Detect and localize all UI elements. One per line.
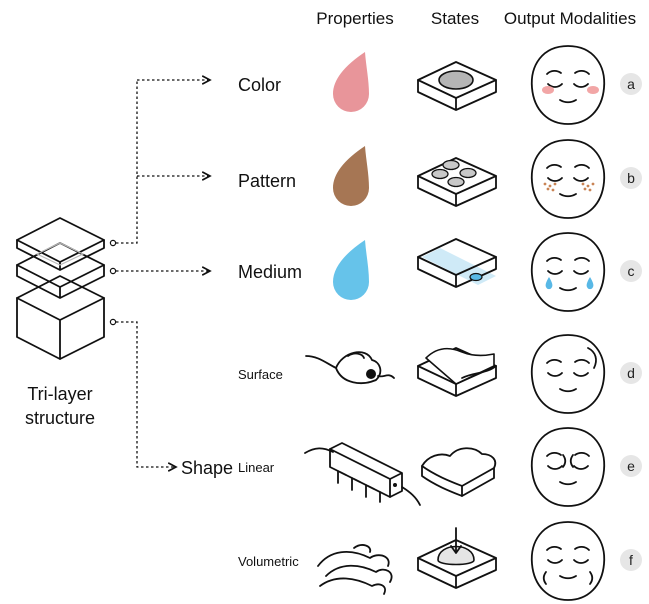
state-medium-icon (417, 238, 497, 288)
face-c-tears-icon (530, 232, 606, 312)
property-surface: Surface (238, 367, 283, 382)
structure-label-line2: structure (25, 408, 95, 428)
face-f-volumetric-icon (530, 521, 606, 601)
face-a-blush-icon (530, 45, 606, 125)
row-tag-c: c (628, 263, 635, 279)
state-surface-icon (417, 347, 497, 397)
tri-layer-structure-icon (16, 217, 117, 360)
color-drop-icon (333, 52, 369, 112)
row-tag-e: e (627, 458, 635, 474)
face-e-linear-icon (530, 427, 606, 507)
state-color-icon (417, 61, 497, 111)
row-tags: a b c d e f (620, 73, 642, 571)
connector-lines (116, 80, 210, 467)
header-states: States (431, 9, 479, 28)
row-tag-d: d (627, 365, 635, 381)
structure-label-line1: Tri-layer (27, 384, 92, 404)
header-output-modalities: Output Modalities (504, 9, 636, 28)
property-color: Color (238, 75, 281, 95)
linear-icon (304, 442, 421, 506)
state-volumetric-icon (417, 527, 497, 589)
header-properties: Properties (316, 9, 393, 28)
state-linear-icon (421, 447, 497, 497)
property-volumetric: Volumetric (238, 554, 299, 569)
row-tag-a: a (627, 76, 635, 92)
state-pattern-icon (417, 157, 497, 207)
face-b-freckles-icon (530, 139, 606, 219)
property-pattern: Pattern (238, 171, 296, 191)
medium-drop-icon (333, 240, 369, 300)
row-tag-b: b (627, 170, 635, 186)
surface-icon (305, 351, 395, 384)
row-tag-f: f (629, 552, 633, 568)
property-medium: Medium (238, 262, 302, 282)
property-linear: Linear (238, 460, 275, 475)
volumetric-icon (317, 544, 393, 595)
property-shape: Shape (181, 458, 233, 478)
face-d-surface-icon (530, 334, 606, 414)
pattern-drop-icon (333, 146, 369, 206)
